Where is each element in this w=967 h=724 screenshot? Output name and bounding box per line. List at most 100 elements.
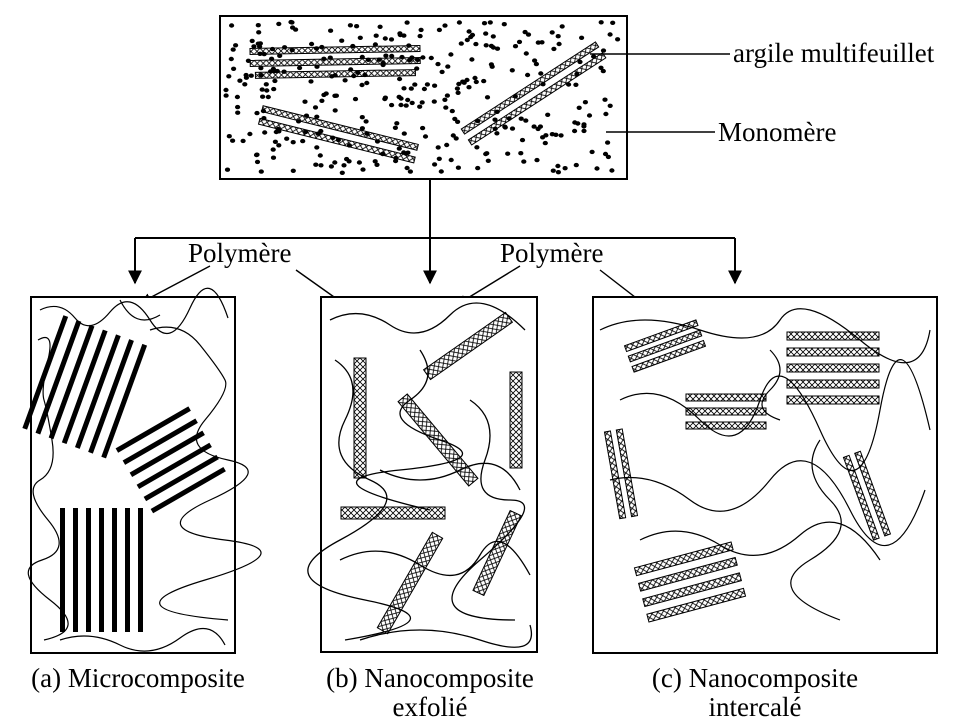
polymer-label-left: Polymère: [188, 238, 291, 268]
monomer-dot: [442, 98, 447, 102]
monomer-dot: [300, 139, 305, 143]
caption-intercalated-line2: intercalé: [620, 693, 890, 722]
monomer-dot: [230, 139, 235, 143]
monomer-dot: [448, 52, 453, 56]
monomer-dot: [291, 169, 296, 173]
monomer-dot: [451, 133, 456, 137]
monomer-dot: [397, 95, 402, 99]
monomer-dot: [272, 79, 277, 83]
monomer-dot: [481, 79, 486, 83]
monomer-dot: [383, 54, 388, 58]
monomer-dot: [405, 20, 410, 24]
monomer-dot: [455, 86, 460, 90]
monomer-dot: [247, 132, 252, 136]
monomer-dot: [262, 130, 267, 134]
monomer-dot: [603, 112, 608, 116]
panel-intercalated-nanocomposite: [593, 297, 937, 653]
monomer-dot: [437, 157, 442, 161]
monomer-dot: [309, 42, 314, 46]
monomer-dot: [526, 32, 531, 36]
monomer-dot: [314, 145, 319, 149]
monomer-dot: [539, 40, 544, 44]
monomer-dot: [242, 82, 247, 86]
monomer-dot: [223, 88, 228, 92]
monomer-dot: [313, 163, 318, 167]
monomer-dot: [241, 139, 246, 143]
monomer-dot: [551, 47, 556, 51]
monomer-dot: [231, 47, 236, 51]
panel-exfoliated-nanocomposite: [308, 297, 537, 652]
monomer-dot: [432, 162, 437, 166]
monomer-dot: [291, 140, 296, 144]
monomer-dot: [510, 126, 515, 130]
monomer-dot: [452, 117, 457, 121]
monomer-dot: [563, 166, 568, 170]
monomer-dot: [429, 56, 434, 60]
monomer-dot: [436, 145, 441, 149]
monomer-dot: [318, 163, 323, 167]
monomer-dot: [405, 151, 410, 155]
monomer-dot: [412, 82, 417, 86]
monomer-dot: [249, 74, 254, 78]
monomer-dot: [321, 93, 326, 97]
monomer-dot: [602, 98, 607, 102]
caption-exfoliated-line1: (b) Nanocomposite: [300, 664, 560, 693]
monomer-dot: [572, 129, 577, 133]
monomer-dot: [456, 91, 461, 95]
monomer-dot: [397, 77, 402, 81]
monomer-dot: [364, 81, 369, 85]
monomer-dot: [572, 120, 577, 124]
monomer-dot: [332, 160, 337, 164]
monomer-dot: [290, 25, 295, 29]
monomer-dot: [510, 68, 515, 72]
monomer-dot: [574, 163, 579, 167]
monomer-dot: [467, 29, 472, 33]
monomer-dot: [540, 135, 545, 139]
clay-label: argile multifeuillet: [733, 38, 934, 68]
monomer-dot: [273, 140, 278, 144]
monomer-dot: [398, 33, 403, 37]
caption-exfoliated: (b) Nanocomposite exfolié: [300, 664, 560, 722]
monomer-dot: [259, 169, 264, 173]
monomer-dot: [577, 106, 582, 110]
monomer-dot: [318, 153, 323, 157]
monomer-dot: [425, 82, 430, 86]
monomer-dot: [237, 79, 242, 83]
monomer-dot: [289, 20, 294, 24]
monomer-dot: [581, 129, 586, 133]
monomer-dot: [423, 134, 428, 138]
monomer-dot: [394, 121, 399, 125]
monomer-dot: [445, 93, 450, 97]
monomer-dot: [260, 95, 265, 99]
polymer-label-right: Polymère: [500, 238, 603, 268]
monomer-dot: [271, 67, 276, 71]
monomer-dot: [343, 78, 348, 82]
monomer-dot: [227, 134, 232, 138]
monomer-dot: [587, 113, 592, 117]
monomer-dot: [389, 103, 394, 107]
monomer-dot: [474, 80, 479, 84]
monomer-dot: [266, 95, 271, 99]
monomer-dot: [348, 23, 353, 27]
monomer-dot: [599, 20, 604, 24]
monomer-dot: [229, 57, 234, 61]
monomer-dot: [235, 105, 240, 109]
monomer-dot: [284, 137, 289, 141]
monomer-dot: [520, 138, 525, 142]
monomer-dot: [276, 143, 281, 147]
monomer-dot: [594, 166, 599, 170]
monomer-dot: [410, 101, 415, 105]
monomer-dot: [225, 168, 230, 172]
monomer-dot: [456, 166, 461, 170]
monomer-dot: [297, 66, 302, 70]
monomer-dot: [374, 34, 379, 38]
monomer-dot: [332, 94, 337, 98]
monomer-dot: [329, 164, 334, 168]
monomer-dot: [615, 37, 620, 41]
monomer-dot: [328, 29, 333, 33]
monomer-dot: [608, 104, 613, 108]
monomer-dot: [557, 42, 562, 46]
monomer-dot: [260, 87, 265, 91]
monomer-dot: [449, 158, 454, 162]
